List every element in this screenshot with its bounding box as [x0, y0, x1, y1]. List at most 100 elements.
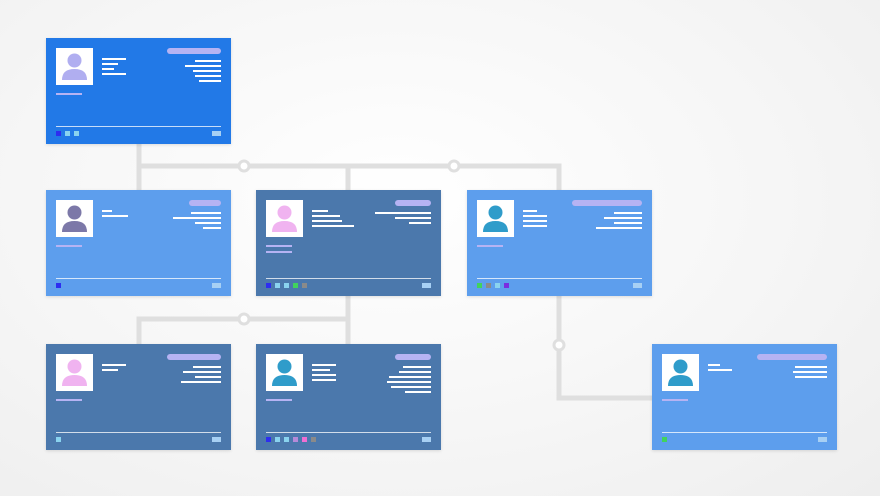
info-lines [793, 366, 827, 381]
title-pill [757, 354, 827, 360]
card-divider [266, 278, 431, 279]
text-line [708, 369, 732, 371]
status-dot [293, 283, 298, 288]
person-avatar-icon [483, 205, 508, 232]
status-dots [662, 437, 671, 442]
name-line [266, 245, 292, 247]
name-line [477, 245, 503, 247]
text-line [312, 215, 340, 217]
status-dot [74, 131, 79, 136]
text-line [199, 80, 221, 82]
org-card-child-2[interactable] [256, 190, 441, 296]
text-line [195, 75, 221, 77]
text-line [403, 366, 431, 368]
text-line [102, 215, 128, 217]
text-line [185, 65, 221, 67]
status-dot [495, 283, 500, 288]
info-lines [181, 366, 221, 386]
status-dot [486, 283, 491, 288]
text-line [195, 60, 221, 62]
status-dot [56, 131, 61, 136]
text-line [312, 225, 354, 227]
card-divider [56, 126, 221, 127]
text-line [409, 222, 431, 224]
text-line [193, 366, 221, 368]
detail-lines [102, 58, 126, 78]
text-line [183, 371, 221, 373]
footer-mark [633, 283, 642, 288]
text-line [523, 210, 537, 212]
text-line [614, 222, 642, 224]
detail-lines [312, 364, 336, 384]
text-line [193, 70, 221, 72]
text-line [375, 212, 431, 214]
detail-lines [312, 210, 354, 230]
junction-node [237, 159, 251, 173]
status-dots [56, 437, 65, 442]
status-dots [56, 131, 83, 136]
title-pill [189, 200, 221, 206]
text-line [191, 212, 221, 214]
connector-child3-to-grandchild3 [556, 293, 656, 401]
person-avatar-icon [62, 53, 87, 80]
status-dot [302, 437, 307, 442]
org-card-grandchild-1[interactable] [46, 344, 231, 450]
status-dot [284, 283, 289, 288]
card-divider [56, 278, 221, 279]
text-line [312, 210, 328, 212]
title-pill [167, 48, 221, 54]
info-lines [596, 212, 642, 232]
status-dot [275, 437, 280, 442]
text-line [523, 215, 547, 217]
text-line [203, 227, 221, 229]
footer-mark [818, 437, 827, 442]
org-card-grandchild-3[interactable] [652, 344, 837, 450]
text-line [312, 369, 330, 371]
text-line [195, 222, 221, 224]
card-divider [662, 432, 827, 433]
status-dot [662, 437, 667, 442]
status-dots [266, 437, 320, 442]
status-dot [56, 437, 61, 442]
name-line [56, 245, 82, 247]
text-line [102, 63, 118, 65]
text-line [793, 371, 827, 373]
person-avatar-icon [272, 359, 297, 386]
org-card-root[interactable] [46, 38, 231, 144]
text-line [181, 381, 221, 383]
avatar [266, 200, 303, 237]
org-card-child-1[interactable] [46, 190, 231, 296]
org-card-grandchild-2[interactable] [256, 344, 441, 450]
text-line [195, 376, 221, 378]
text-line [102, 68, 114, 70]
status-dots [56, 283, 65, 288]
text-line [399, 371, 431, 373]
info-lines [173, 212, 221, 232]
text-line [102, 364, 126, 366]
text-line [312, 364, 336, 366]
detail-lines [523, 210, 547, 230]
status-dot [477, 283, 482, 288]
junction-node [552, 338, 566, 352]
org-card-child-3[interactable] [467, 190, 652, 296]
status-dot [266, 283, 271, 288]
status-dot [266, 437, 271, 442]
card-divider [477, 278, 642, 279]
text-line [391, 386, 431, 388]
text-line [795, 366, 827, 368]
card-divider [266, 432, 431, 433]
avatar [477, 200, 514, 237]
text-line [596, 227, 642, 229]
avatar [56, 48, 93, 85]
text-line [102, 73, 126, 75]
footer-mark [422, 283, 431, 288]
text-line [395, 217, 431, 219]
status-dots [477, 283, 513, 288]
text-line [102, 210, 112, 212]
text-line [614, 212, 642, 214]
status-dots [266, 283, 311, 288]
status-dot [284, 437, 289, 442]
title-pill [572, 200, 642, 206]
junction-node [447, 159, 461, 173]
